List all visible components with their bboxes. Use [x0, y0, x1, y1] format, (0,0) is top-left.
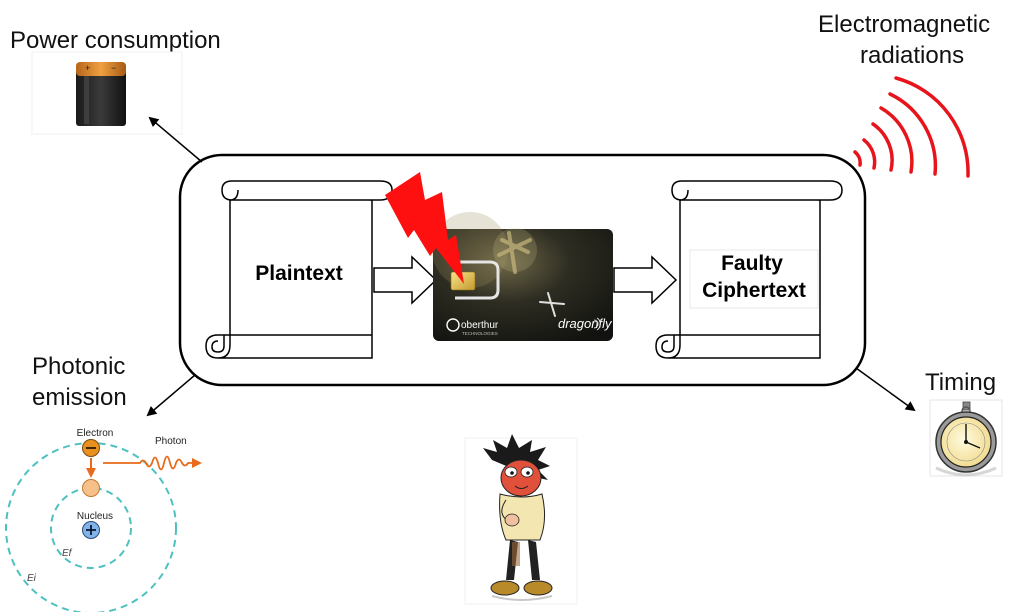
- svg-text:+: +: [85, 63, 90, 73]
- smart-card: oberthur TECHNOLOGIES dragonfly: [432, 212, 613, 341]
- inner-orbit: [50, 487, 132, 569]
- ei-label: Ei: [27, 573, 37, 584]
- photon-wave: [103, 455, 202, 471]
- card-brand-sub: TECHNOLOGIES: [462, 331, 498, 336]
- battery-icon: + −: [31, 51, 183, 135]
- ciphertext-label-line2: Ciphertext: [702, 279, 806, 302]
- photonic-label-line2: emission: [32, 384, 127, 411]
- ciphertext-label-line1: Faulty: [721, 252, 783, 275]
- ef-label: Ef: [62, 548, 73, 559]
- electron-lower-dot: [82, 479, 100, 497]
- atom-diagram: Electron Photon Nucleus Ef Ei: [5, 428, 202, 612]
- card-brand: oberthur: [461, 320, 499, 331]
- nucleus-label: Nucleus: [77, 511, 113, 522]
- arrow-output: [613, 255, 678, 305]
- photonic-label-line1: Photonic: [32, 353, 126, 380]
- arrow-to-timing: [855, 367, 916, 412]
- electromagnetic-label-line1: Electromagnetic: [818, 11, 991, 38]
- arrow-to-power: [148, 116, 203, 163]
- photon-label: Photon: [155, 436, 187, 447]
- electromagnetic-label-line2: radiations: [860, 42, 965, 69]
- arrow-input: [373, 255, 438, 305]
- lightning-fault-icon: [385, 172, 464, 284]
- power-consumption-label: Power consumption: [10, 27, 221, 54]
- radiation-waves-icon: [853, 76, 970, 178]
- plaintext-scroll: [205, 180, 393, 359]
- svg-text:−: −: [111, 63, 116, 73]
- stopwatch-icon: [929, 399, 1003, 477]
- timing-label: Timing: [925, 369, 997, 396]
- electron-label: Electron: [77, 428, 114, 439]
- ciphertext-label-box: [689, 249, 819, 309]
- dragonfly-icon: [539, 292, 565, 317]
- plaintext-label: Plaintext: [255, 262, 343, 285]
- card-product: dragonfly: [558, 316, 613, 331]
- device-boundary: [178, 153, 867, 387]
- arrow-to-photonic: [146, 374, 196, 417]
- mad-scientist-cartoon: [464, 434, 578, 605]
